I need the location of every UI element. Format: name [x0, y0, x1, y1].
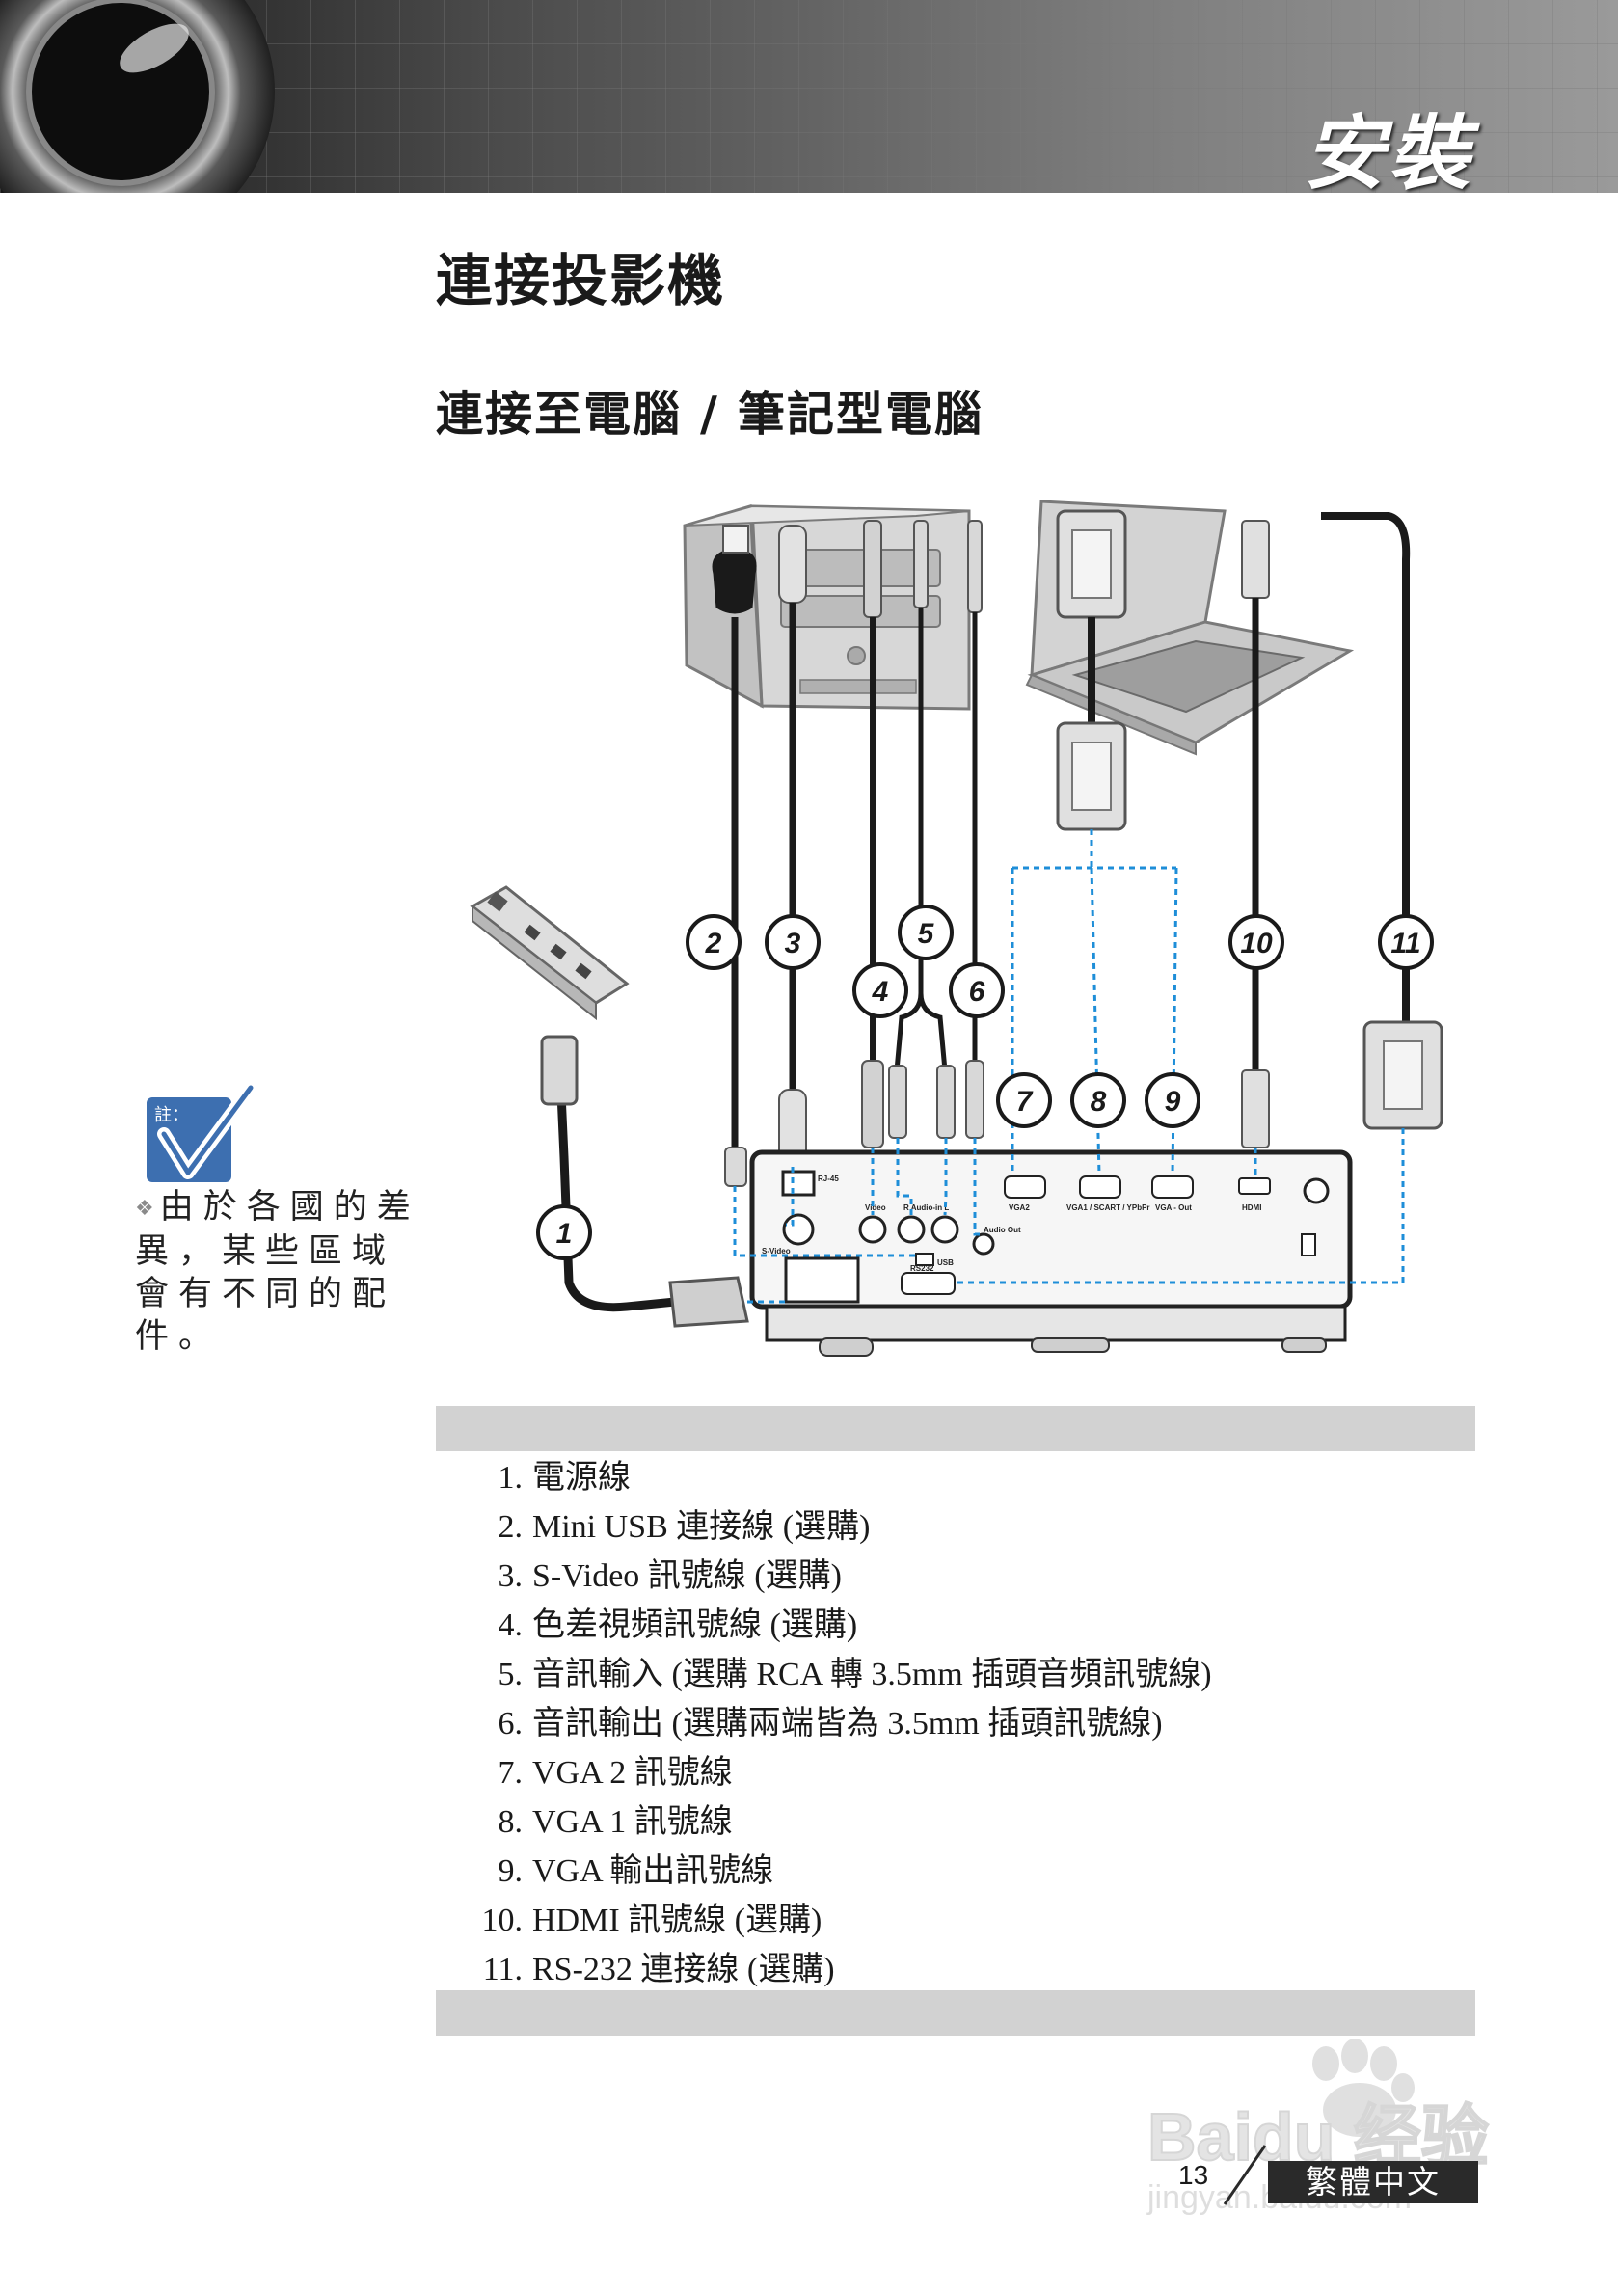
callout-3: 3 [765, 914, 821, 970]
audio-in-r-port [897, 1215, 926, 1244]
power-plug-icon [540, 1035, 579, 1106]
power-cable [554, 1050, 676, 1312]
rs232-port [901, 1272, 956, 1295]
svg-text:6: 6 [969, 976, 985, 1008]
callout-5: 5 [898, 905, 954, 960]
port-label-hdmi: HDMI [1242, 1203, 1261, 1212]
callout-4: 4 [852, 962, 908, 1018]
list-item: 1.電源線 [498, 1460, 632, 1496]
page-subtitle: 連接至電腦 / 筆記型電腦 [436, 387, 984, 442]
list-item: 3.S-Video 訊號線 (選購) [498, 1558, 842, 1594]
rj45-port [781, 1170, 816, 1197]
projector-rear-panel: RJ-45 S-Video Video R Audio-in L Audio O… [749, 1149, 1353, 1357]
page-title: 連接投影機 [436, 248, 726, 313]
power-socket [784, 1256, 860, 1304]
connection-diagram: RJ-45 S-Video Video R Audio-in L Audio O… [470, 500, 1443, 1357]
list-item: 11.RS-232 連接線 (選購) [482, 1952, 835, 1987]
port-label-audio-in: R Audio-in L [903, 1203, 949, 1212]
audio-in-l-port [930, 1215, 959, 1244]
cable-list: 1.電源線 2.Mini USB 連接線 (選購) 3.S-Video 訊號線 … [453, 1453, 1212, 1994]
port-label-vga1: VGA1 / SCART / YPbPr [1066, 1203, 1150, 1212]
svg-text:3: 3 [785, 928, 801, 959]
list-item: 2.Mini USB 連接線 (選購) [498, 1509, 871, 1545]
component-cable-icon [861, 520, 884, 1148]
video-port [858, 1215, 887, 1244]
list-item: 8.VGA 1 訊號線 [498, 1804, 733, 1840]
page-number: 13 [1178, 2160, 1209, 2190]
port-label-video: Video [865, 1203, 886, 1212]
port-label-vga-out: VGA - Out [1155, 1203, 1192, 1212]
svg-text:7: 7 [1016, 1086, 1034, 1118]
power-connector-icon [668, 1276, 749, 1328]
hdmi-port [1238, 1177, 1271, 1195]
usb-cable-icon [712, 525, 757, 1187]
svg-text:8: 8 [1091, 1086, 1107, 1118]
vga-cable-icon [1056, 509, 1127, 831]
list-item: 9.VGA 輸出訊號線 [498, 1853, 774, 1889]
ir-sensor [1303, 1177, 1330, 1204]
svideo-cable-icon [778, 525, 807, 1168]
list-item: 4.色差視頻訊號線 (選購) [498, 1607, 858, 1643]
power-strip-icon [470, 885, 630, 1021]
lens-icon [0, 0, 275, 193]
svg-text:10: 10 [1240, 928, 1273, 959]
callout-8: 8 [1070, 1072, 1126, 1128]
usb-port [915, 1253, 934, 1266]
callout-11: 11 [1378, 914, 1434, 970]
list-item: 5.音訊輸入 (選購 RCA 轉 3.5mm 插頭音頻訊號線) [498, 1657, 1212, 1692]
svg-text:9: 9 [1165, 1086, 1181, 1118]
list-item: 7.VGA 2 訊號線 [498, 1755, 733, 1791]
svg-text:11: 11 [1390, 928, 1420, 959]
note-text: ❖由於各國的差異，某些區域會有不同的配件。 [135, 1186, 429, 1358]
callout-2: 2 [686, 914, 742, 970]
section-title: 安裝 [1303, 106, 1473, 193]
callout-7: 7 [996, 1072, 1052, 1128]
callout-9: 9 [1145, 1072, 1200, 1128]
vga2-port [1004, 1175, 1046, 1199]
svg-text:5: 5 [918, 918, 935, 950]
callout-6: 6 [949, 962, 1005, 1018]
port-label-usb: USB [937, 1258, 954, 1267]
language-tab: 繁體中文 [1268, 2161, 1478, 2203]
svideo-port [782, 1213, 815, 1246]
port-label-vga2: VGA2 [1009, 1203, 1030, 1212]
rs232-cable-icon [1321, 512, 1443, 1130]
hdmi-cable-icon [1241, 520, 1270, 1148]
port-label-svideo: S-Video [762, 1247, 791, 1256]
footer-divider [1223, 2145, 1267, 2205]
lock-icon [1301, 1233, 1316, 1256]
list-bottom-bar [436, 1990, 1475, 2036]
vga-out-port [1151, 1175, 1194, 1199]
port-label-audio-out: Audio Out [984, 1226, 1021, 1234]
svg-text:4: 4 [872, 976, 889, 1008]
header-band: 安裝 [0, 0, 1618, 193]
vga1-port [1079, 1175, 1121, 1199]
list-item: 6.音訊輸出 (選購兩端皆為 3.5mm 插頭訊號線) [498, 1706, 1163, 1742]
port-label-rj45: RJ-45 [818, 1175, 839, 1183]
list-top-bar [436, 1406, 1475, 1451]
note-icon-label: 註： [154, 1105, 189, 1125]
audio-out-port [972, 1232, 995, 1256]
svg-text:1: 1 [556, 1218, 573, 1250]
callout-1: 1 [536, 1204, 592, 1260]
note-body: 由於各國的差異，某些區域會有不同的配件。 [135, 1188, 420, 1356]
svg-text:2: 2 [705, 928, 722, 959]
note-check-icon: 註： [147, 1084, 257, 1182]
callout-10: 10 [1228, 914, 1284, 970]
note-bullet-icon: ❖ [135, 1197, 154, 1221]
list-item: 10.HDMI 訊號線 (選購) [481, 1903, 822, 1938]
port-label-rs232: RS232 [910, 1264, 934, 1273]
